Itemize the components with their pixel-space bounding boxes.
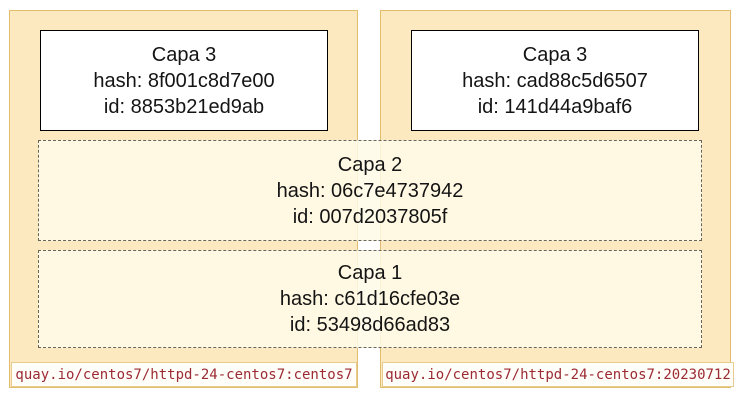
layer-id: id: 141d44a9baf6 [477, 95, 633, 118]
layer3-box-left: Capa 3 hash: 8f001c8d7e00 id: 8853b21ed9… [40, 30, 328, 131]
layer-title: Capa 3 [522, 43, 588, 66]
image-tag-right: quay.io/centos7/httpd-24-centos7:2023071… [382, 362, 734, 387]
layer-hash: hash: 06c7e4737942 [276, 179, 464, 202]
image-tag-left: quay.io/centos7/httpd-24-centos7:centos7 [11, 362, 357, 387]
layer-id: id: 53498d66ad83 [289, 314, 451, 336]
layer-id: id: 007d2037805f [292, 205, 448, 228]
layer-title: Capa 3 [151, 43, 217, 66]
layer3-box-right: Capa 3 hash: cad88c5d6507 id: 141d44a9ba… [411, 30, 699, 131]
layer-hash: hash: cad88c5d6507 [462, 69, 648, 92]
layer-title: Capa 1 [337, 262, 403, 284]
layer-title: Capa 2 [337, 153, 403, 176]
layer2-shared-box: Capa 2 hash: 06c7e4737942 id: 007d203780… [38, 140, 702, 241]
layer-hash: hash: c61d16cfe03e [279, 288, 461, 310]
layer-id: id: 8853b21ed9ab [103, 95, 265, 118]
layer1-shared-box: Capa 1 hash: c61d16cfe03e id: 53498d66ad… [38, 250, 702, 348]
layer-hash: hash: 8f001c8d7e00 [93, 69, 275, 92]
